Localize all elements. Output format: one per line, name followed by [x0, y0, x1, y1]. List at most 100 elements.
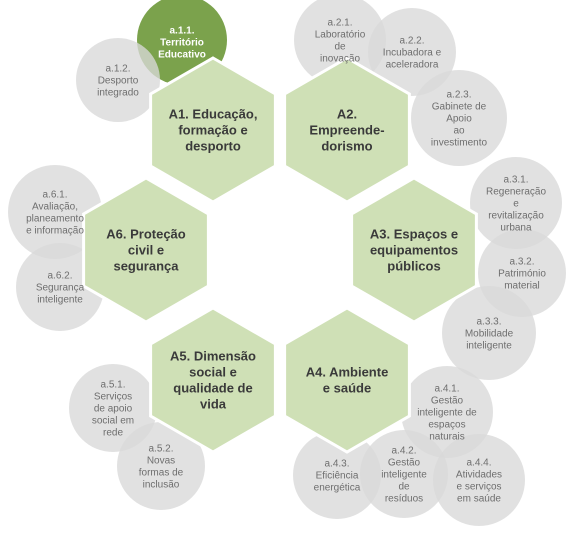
- subtopic-a43-label-line: Eficiência: [316, 471, 359, 482]
- subtopic-a33-label-line: a.3.3.: [476, 317, 501, 328]
- subtopic-a52-label-line: a.5.2.: [148, 444, 173, 455]
- subtopic-a44-label-line: e serviços: [456, 482, 501, 493]
- subtopic-a61-label-line: a.6.1.: [42, 190, 67, 201]
- subtopic-a44-label-line: Atividades: [456, 470, 502, 481]
- subtopic-bubble-a42[interactable]: [360, 430, 448, 518]
- subtopic-bubble-a12[interactable]: [76, 38, 160, 122]
- subtopic-a32-label-line: a.3.2.: [509, 257, 534, 268]
- subtopic-a21-label-line: de: [334, 42, 346, 53]
- axis-a5-label-line: vida: [200, 397, 227, 412]
- subtopic-bubble-a62[interactable]: [16, 243, 104, 331]
- axis-hexagon-a6[interactable]: [82, 176, 210, 324]
- subtopic-a22-label-line: Incubadora e: [383, 48, 442, 59]
- subtopic-bubble-a33[interactable]: [442, 286, 536, 380]
- subtopic-a11-label-line: Educativo: [158, 50, 206, 61]
- subtopic-a31-label-line: urbana: [500, 223, 532, 234]
- subtopic-a23-label-line: Gabinete de: [432, 102, 487, 113]
- subtopic-a62-label-line: a.6.2.: [47, 271, 72, 282]
- axis-a1-label-line: A1. Educação,: [169, 107, 258, 122]
- subtopic-bubble-a43[interactable]: [293, 431, 381, 519]
- subtopic-a41-label-line: espaços: [428, 420, 465, 431]
- subtopic-a21-label-line: a.2.1.: [327, 18, 352, 29]
- subtopic-a62-label-line: inteligente: [37, 295, 83, 306]
- subtopic-a32-label-line: material: [504, 281, 540, 292]
- subtopic-a31-label-line: e: [513, 199, 519, 210]
- subtopic-a51-label-line: a.5.1.: [100, 380, 125, 391]
- subtopic-bubble-a23[interactable]: [411, 70, 507, 166]
- subtopic-a12-label-line: a.1.2.: [105, 64, 130, 75]
- subtopic-a42-label-line: Gestão: [388, 458, 421, 469]
- axis-a4-label-line: e saúde: [323, 381, 371, 396]
- axis-a4-label-line: A4. Ambiente: [306, 365, 389, 380]
- subtopic-a61-label-line: planeamento: [26, 214, 84, 225]
- subtopic-a62-label-line: Segurança: [36, 283, 85, 294]
- subtopic-a22-label-line: a.2.2.: [399, 36, 424, 47]
- subtopic-a61-label-line: e informação: [26, 226, 84, 237]
- axis-hexagon-a4[interactable]: [283, 306, 411, 454]
- axis-a5-label-line: social e: [189, 365, 237, 380]
- subtopic-a31-label-line: Regeneração: [486, 187, 546, 198]
- axis-a2-label-line: Empreende-: [309, 123, 384, 138]
- subtopic-bubble-a61[interactable]: [8, 165, 102, 259]
- subtopic-a33-label-line: inteligente: [466, 341, 512, 352]
- subtopic-a22-label-line: aceleradora: [386, 60, 439, 71]
- subtopic-a43-label-line: a.4.3.: [324, 459, 349, 470]
- subtopic-a33-label-line: Mobilidade: [465, 329, 514, 340]
- subtopic-bubble-a22[interactable]: [368, 8, 456, 96]
- subtopic-bubble-a21[interactable]: [294, 0, 386, 86]
- subtopic-a12-label-line: integrado: [97, 88, 139, 99]
- subtopic-a41-label-line: naturais: [429, 432, 465, 443]
- axis-hexagon-a5[interactable]: [149, 306, 277, 454]
- axis-a5-label-line: A5. Dimensão: [170, 349, 256, 364]
- subtopic-a42-label-line: inteligente: [381, 470, 427, 481]
- subtopic-bubble-a44[interactable]: [433, 434, 525, 526]
- axis-a2-label: A2.Empreende-dorismo: [309, 107, 384, 154]
- subtopic-a52-label-line: inclusão: [143, 480, 180, 491]
- subtopic-a44-label-line: a.4.4.: [466, 458, 491, 469]
- subtopic-a61-label-line: Avaliação,: [32, 202, 78, 213]
- axis-hexagon-a1[interactable]: [149, 56, 277, 204]
- subtopic-bubble-a31[interactable]: [470, 157, 562, 249]
- subtopic-bubble-a51[interactable]: [69, 364, 157, 452]
- subtopic-a31-label-line: a.3.1.: [503, 175, 528, 186]
- axis-hexagon-a3[interactable]: [350, 176, 478, 324]
- subtopic-a11-label-line: a.1.1.: [169, 26, 194, 37]
- axis-hexagon-a2[interactable]: [283, 56, 411, 204]
- axis-a6-label-line: segurança: [113, 259, 179, 274]
- subtopic-a41-label-line: Gestão: [431, 396, 464, 407]
- subtopic-bubbles: [8, 0, 566, 526]
- axis-a1-label-line: formação e: [178, 123, 247, 138]
- axis-a5-label-line: qualidade de: [173, 381, 252, 396]
- subtopic-a51-label-line: rede: [103, 428, 123, 439]
- axis-a6-label-line: civil e: [128, 243, 164, 258]
- subtopic-bubble-a52[interactable]: [117, 422, 205, 510]
- subtopic-a32-label-line: Património: [498, 269, 546, 280]
- subtopic-a52-label-line: formas de: [139, 468, 184, 479]
- subtopic-a12-label-line: Desporto: [98, 76, 139, 87]
- subtopic-a21-label-line: Laboratório: [315, 30, 366, 41]
- axis-a1-label-line: desporto: [185, 139, 241, 154]
- axis-a3-label-line: A3. Espaços e: [370, 227, 458, 242]
- subtopic-a42-label-line: a.4.2.: [391, 446, 416, 457]
- subtopic-a31-label-line: revitalização: [488, 211, 544, 222]
- subtopic-a41-label-line: inteligente de: [417, 408, 477, 419]
- axis-a2-label-line: A2.: [337, 107, 357, 122]
- axis-a2-label-line: dorismo: [321, 139, 372, 154]
